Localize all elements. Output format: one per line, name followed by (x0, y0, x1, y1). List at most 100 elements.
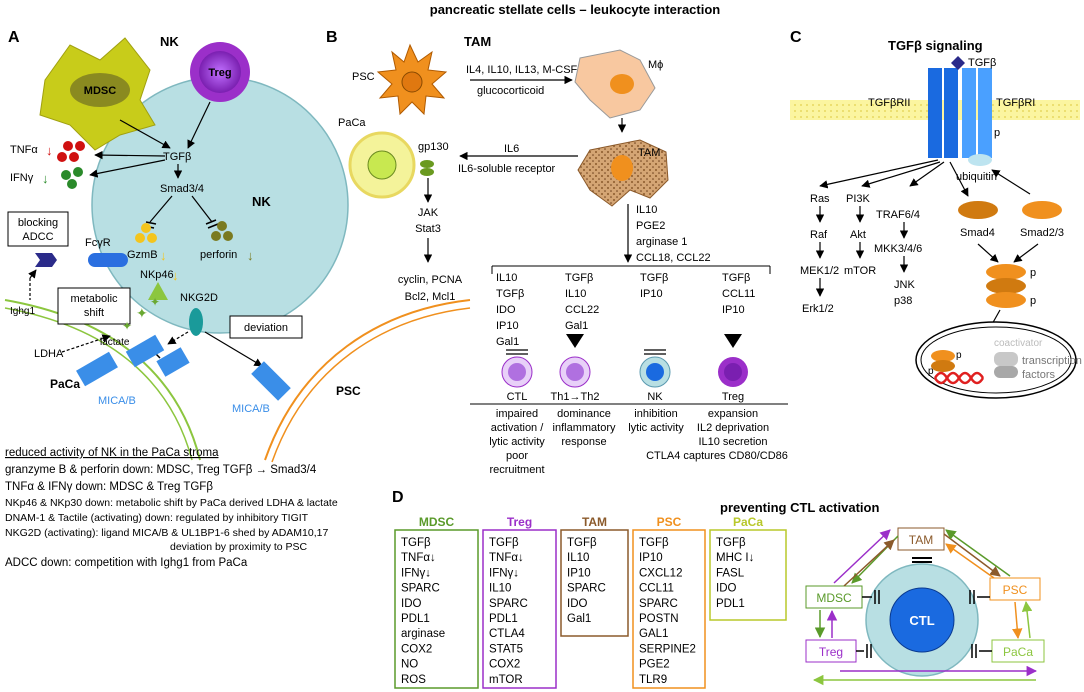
nk-notes-heading: reduced activity of NK in the PaCa strom… (5, 447, 219, 459)
tgfb-label-a: TGFβ (163, 151, 191, 163)
net-paca: PaCa (1003, 645, 1033, 659)
ri-label: TGFβRI (996, 97, 1035, 109)
col3-item: IP10 (640, 288, 663, 300)
nk-note: TNFα & IFNγ down: MDSC & Treg TGFβ (5, 481, 213, 493)
traf-label: TRAF6/4 (876, 209, 920, 221)
effect1: lytic activity (489, 436, 545, 448)
tam-out: CCL18, CCL22 (636, 252, 711, 264)
metabolic-shift-box (57, 287, 131, 325)
deviation-label: deviation (244, 322, 288, 334)
d-column-header: PaCa (733, 515, 763, 529)
d-column-item: NO (401, 659, 418, 671)
treg-label: Treg (208, 67, 231, 79)
figure-title: pancreatic stellate cells – leukocyte in… (430, 2, 721, 17)
d-column-item: ROS (401, 674, 426, 686)
d-column-item: STAT5 (489, 643, 523, 655)
smad23-label: Smad2/3 (1020, 227, 1064, 239)
d-column-header: TAM (582, 515, 607, 529)
col1-item: Gal1 (496, 336, 519, 348)
d-column-item: SPARC (639, 598, 678, 610)
il6r-label: IL6-soluble receptor (458, 163, 556, 175)
effect2: response (561, 436, 606, 448)
effect4: IL10 secretion (698, 436, 767, 448)
ctl-label: CTL (909, 613, 934, 628)
svg-text:✦: ✦ (150, 295, 160, 309)
panel-a: A NK PSC PaCa NK MDSC Treg TGFβ TNFα ↓ I… (4, 29, 471, 569)
d-column-header: MDSC (419, 515, 455, 529)
d-column-item: TNFα↓ (401, 552, 436, 564)
svg-text:✦: ✦ (136, 305, 148, 321)
d-column-item: SPARC (401, 583, 440, 595)
d-column-item: TNFα↓ (489, 552, 524, 564)
adcc-label: ADCC (22, 231, 53, 243)
erk-label: Erk1/2 (802, 303, 834, 315)
col1-item: TGFβ (496, 288, 524, 300)
ldha-label: LDHA (34, 348, 64, 360)
tnfa-down-arrow: ↓ (46, 143, 53, 158)
d-column-box (560, 529, 629, 637)
effect1: activation / (491, 422, 545, 434)
cell-label: CTL (507, 391, 528, 403)
d-column-item: TGFβ (489, 537, 519, 549)
effect1: poor (506, 450, 528, 462)
col2-item: Gal1 (565, 320, 588, 332)
net-psc-box (989, 577, 1041, 601)
col4-item: IP10 (722, 304, 745, 316)
d-column-item: TLR9 (639, 674, 667, 686)
nk-cell-label: NK (252, 194, 271, 209)
perforin-down-arrow: ↓ (247, 248, 254, 263)
deviation-box (229, 315, 303, 339)
metabolic-label: metabolic (70, 293, 118, 305)
coactivator-label: coactivator (994, 338, 1043, 349)
d-column-item: TGFβ (716, 537, 746, 549)
panel-b-tam-title: TAM (464, 34, 491, 49)
d-column-item: GAL1 (639, 628, 668, 640)
net-psc: PSC (1003, 583, 1028, 597)
gzmb-down-arrow: ↓ (160, 248, 167, 263)
d-column-item: IL10 (489, 583, 511, 595)
tnfa-label: TNFα (10, 144, 38, 156)
net-tam-box (897, 527, 945, 551)
panel-a-letter: A (8, 29, 20, 46)
net-tam: TAM (909, 533, 933, 547)
nkg2d-receptor (189, 308, 203, 336)
col1-item: IDO (496, 304, 516, 316)
effect1: recruitment (489, 464, 544, 476)
panel-d-letter: D (392, 489, 404, 506)
d-column-item: PGE2 (639, 659, 670, 671)
nk-note: NKG2D (activating): ligand MICA/B & UL1B… (5, 527, 328, 539)
d-column-item: IDO (401, 598, 422, 610)
nk-note: deviation by proximity to PSC (170, 541, 308, 553)
d-column-item: SERPINE2 (639, 643, 696, 655)
d-column-item: IDO (716, 583, 737, 595)
jnk-label: JNK (894, 279, 915, 291)
d-column-header: PSC (657, 515, 682, 529)
effect4: expansion (708, 408, 758, 420)
nkp46-down-arrow: ↓ (172, 268, 179, 283)
d-column-item: MHC I↓ (716, 552, 754, 564)
svg-text:p: p (956, 350, 962, 361)
d-column-item: TGFβ (567, 537, 597, 549)
psc-membrane (264, 299, 471, 461)
cell-label: Treg (722, 391, 744, 403)
smad-label: Smad3/4 (160, 183, 204, 195)
nkg2d-label: NKG2D (180, 292, 218, 304)
panel-d: D preventing CTL activation MDSC TGFβTNFα… (392, 489, 1045, 689)
d-column-item: IDO (567, 598, 588, 610)
d-column-item: TGFβ (401, 537, 431, 549)
nk-note: ADCC down: competition with Ighg1 from P… (5, 557, 248, 569)
col2-item: IL10 (565, 288, 586, 300)
perforin-label: perforin (200, 249, 237, 261)
factors2: glucocorticoid (477, 85, 544, 97)
mtor-label: mTOR (844, 265, 876, 277)
net-treg: Treg (819, 645, 843, 659)
d-column-item: IFNγ↓ (489, 567, 519, 579)
effect3: inhibition (634, 408, 677, 420)
tf2-label: factors (1022, 369, 1056, 381)
mek-label: MEK1/2 (800, 265, 839, 277)
panel-a-psc: PSC (336, 384, 361, 398)
nk-note: NKp46 & NKp30 down: metabolic shift by P… (5, 497, 338, 509)
d-column-item: PDL1 (401, 613, 430, 625)
d-column-item: FASL (716, 567, 745, 579)
panel-d-title: preventing CTL activation (720, 500, 879, 515)
